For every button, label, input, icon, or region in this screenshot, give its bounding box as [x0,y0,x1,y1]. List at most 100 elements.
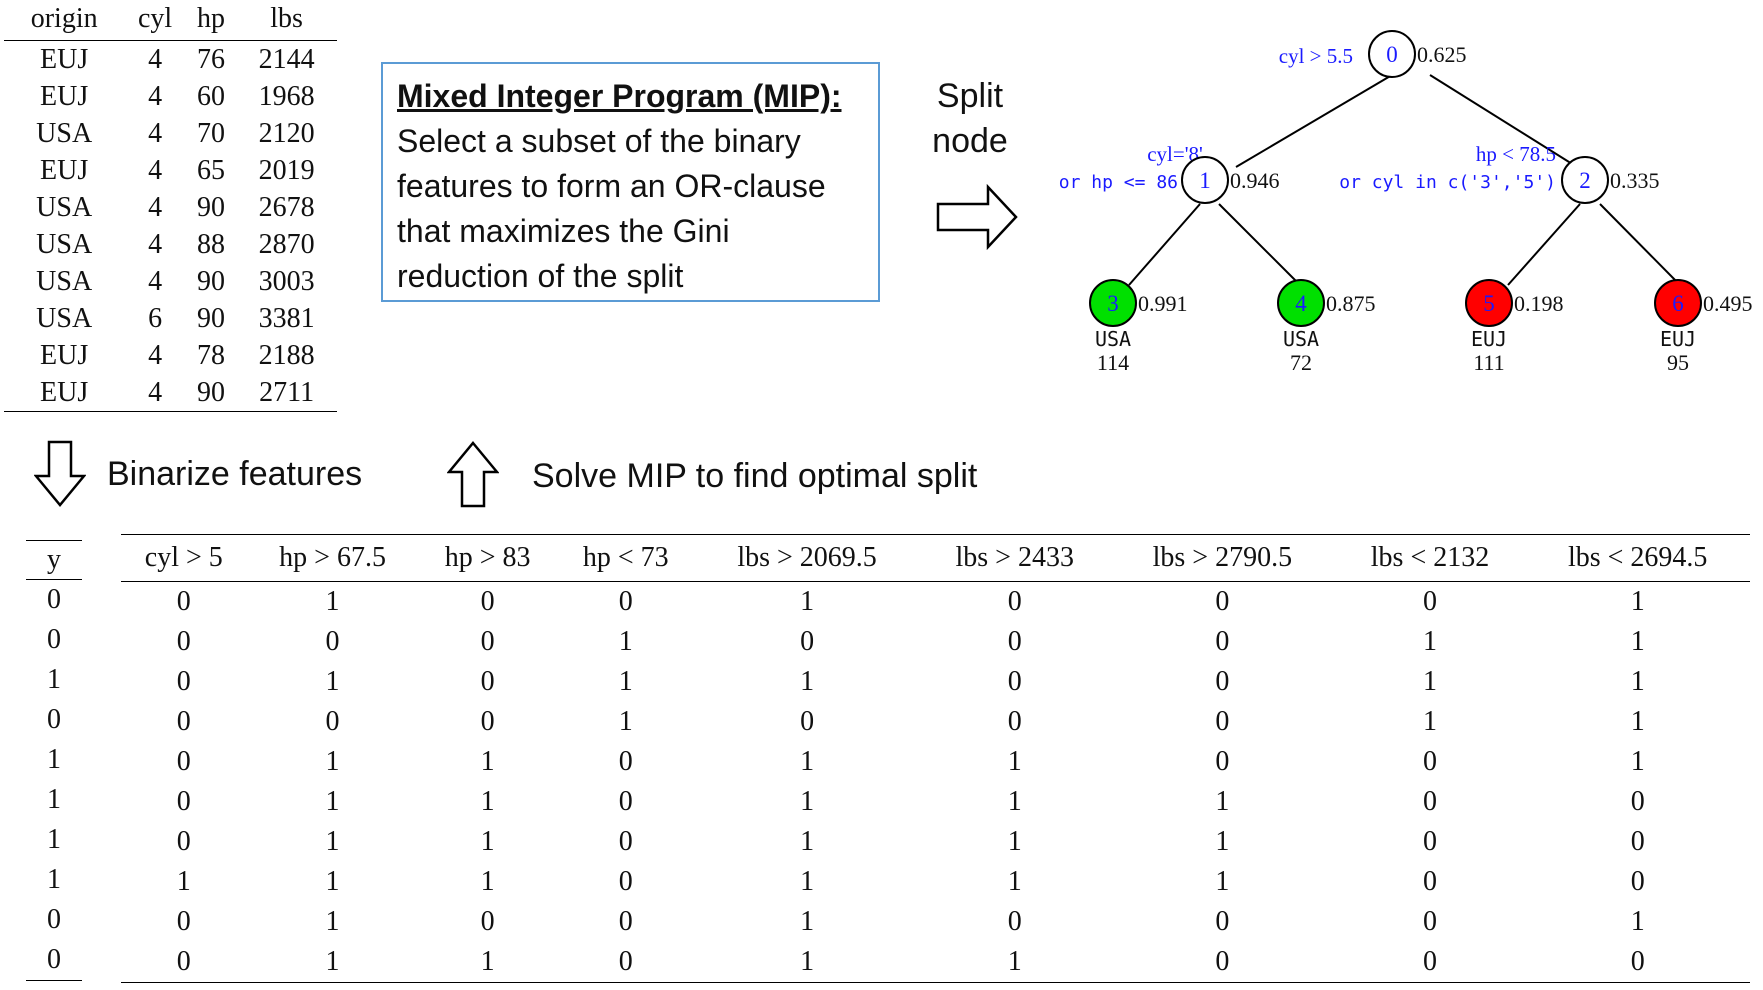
y-table-cell: 1 [47,784,61,815]
bin-table-cell: 0 [618,786,633,817]
bin-table-cell: 0 [325,706,340,737]
y-table-cell: 0 [47,584,61,615]
bin-table-cell: 0 [480,706,495,737]
split-node-label: Split node [920,74,1020,164]
bin-table-header: lbs > 2069.5 [694,534,920,582]
bin-table-cell: 0 [1423,866,1437,897]
tree-node-id: 3 [1107,291,1119,316]
bin-table-cell: 1 [176,866,191,897]
decision-tree: cyl > 5.5 cyl='8' or hp <= 86 hp < 78.5 … [1059,30,1753,375]
raw-table-cell: 6 [148,302,163,334]
bin-table-cell: 1 [800,786,815,817]
bin-table-cell: 1 [1007,866,1022,897]
bin-table-header: lbs < 2694.5 [1525,534,1750,582]
bin-table-cell: 0 [176,626,191,657]
bin-table-cell: 1 [800,866,815,897]
bin-table-header: hp > 67.5 [246,534,419,582]
bin-table-cell: 1 [1215,786,1230,817]
raw-table-cell: 4 [148,154,163,186]
tree-node-id: 6 [1672,291,1684,316]
bin-table-header: lbs < 2132 [1334,534,1526,582]
down-arrow-icon [34,440,86,507]
tree-node-score: 0.495 [1703,291,1753,316]
raw-table-cell: 4 [148,43,163,75]
raw-table-cell: 2678 [258,191,315,223]
split-label-line: node [932,122,1008,160]
raw-table-cell: 90 [197,191,226,223]
tree-node-score: 0.946 [1230,168,1280,193]
y-table-cell: 1 [47,744,61,775]
raw-table-cell: USA [36,117,93,149]
raw-table-cell: 90 [197,265,226,297]
tree-edge [1507,203,1581,286]
bin-table-cell: 1 [618,706,633,737]
raw-table-cell: EUJ [4,374,125,412]
raw-table-cell: EUJ [40,339,89,371]
mip-title: Mixed Integer Program (MIP): [397,78,842,114]
raw-table-cell: 70 [197,117,226,149]
mip-text-line: that maximizes the Gini [397,213,730,249]
y-table-cell: 0 [26,940,82,981]
tree-node-score: 0.335 [1610,168,1660,193]
bin-table-cell: 1 [325,866,340,897]
bin-table-cell: 0 [1423,586,1437,617]
raw-table-cell: 4 [148,265,163,297]
tree-node-circle [1465,279,1513,327]
bin-table-cell: 0 [1423,746,1437,777]
y-table-row: 1 [26,860,82,900]
bin-table-cell: 0 [1007,666,1022,697]
tree-edge [1218,203,1301,286]
bin-table-cell: 1 [1630,906,1645,937]
y-table-row: 0 [26,940,82,981]
bin-table-cell: 0 [1630,786,1645,817]
bin-table-cell: 0 [1215,626,1230,657]
tree-node-circle [1561,156,1609,204]
bin-table-cell: 0 [480,906,495,937]
bin-table-cell: 0 [1110,942,1335,983]
y-table-row: 1 [26,740,82,780]
bin-table-cell: 1 [480,866,495,897]
bin-table-cell: 0 [1525,942,1750,983]
bin-table-cell: 1 [618,626,633,657]
tree-edge [1429,74,1578,168]
raw-table-cell: 4 [148,191,163,223]
bin-table-cell: 1 [480,746,495,777]
bin-table-cell: 1 [325,746,340,777]
bin-table-cell: 1 [1630,666,1645,697]
bin-table-cell: 1 [1423,706,1437,737]
y-table-cell: 1 [47,864,61,895]
bin-table-header: hp > 83 [418,534,557,582]
tree-node-count: 114 [1097,350,1129,375]
bin-table-cell: 0 [618,866,633,897]
bin-table-cell: 0 [325,626,340,657]
raw-table-cell: 3381 [258,302,315,334]
bin-table-cell: 0 [176,706,191,737]
tree-node-class-label: EUJ [1471,327,1507,351]
y-table-row: 0 [26,700,82,740]
raw-table-cell: 2870 [258,228,315,260]
tree-node-count: 72 [1290,350,1312,375]
raw-table-header-row: origin cyl hp lbs [4,0,337,41]
tree-node-score: 0.625 [1417,42,1467,67]
bin-table-cell: 1 [800,666,815,697]
bin-table-cell: 1 [618,666,633,697]
bin-table-cell: 0 [1215,586,1230,617]
bin-table-cell: 0 [1007,906,1022,937]
y-table-cell: 0 [47,904,61,935]
y-table-row: 1 [26,780,82,820]
bin-table-cell: 0 [556,942,695,983]
bin-table-cell: 0 [1007,586,1022,617]
